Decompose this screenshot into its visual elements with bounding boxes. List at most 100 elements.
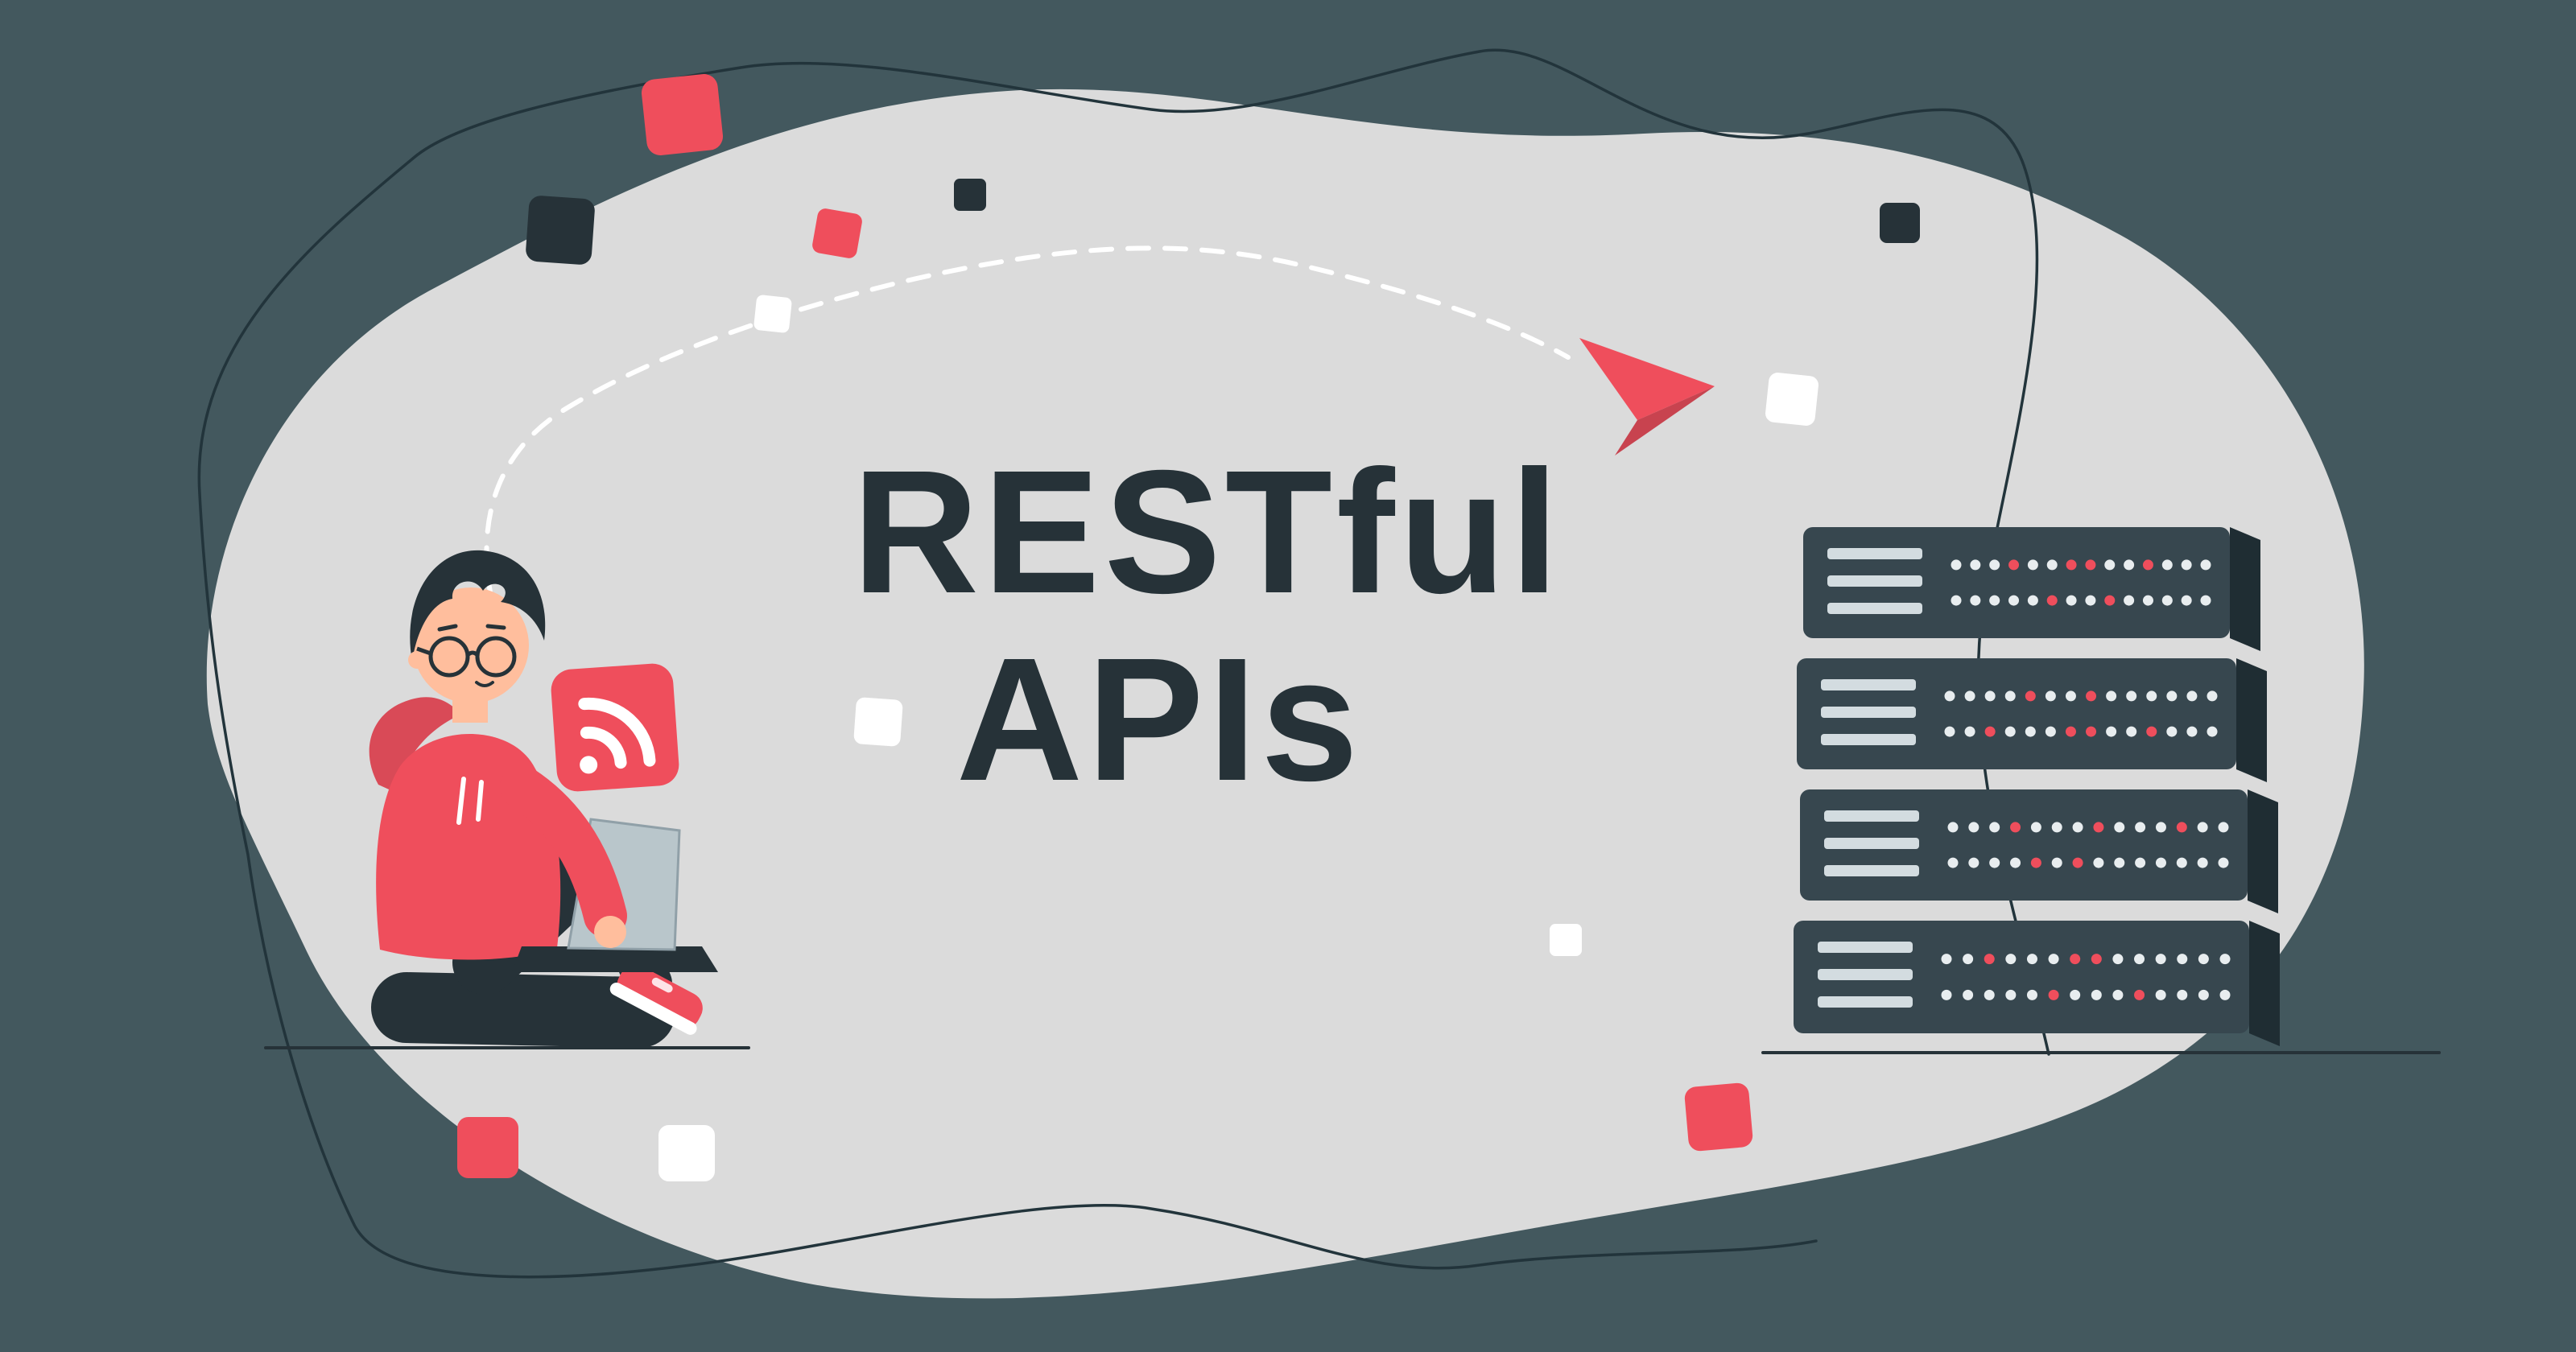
person-sneaker — [609, 964, 703, 1035]
server-led — [2114, 822, 2125, 833]
server-led — [1989, 595, 2000, 606]
server-led — [2066, 595, 2077, 606]
server-unit — [1794, 921, 2280, 1046]
server-led-red — [2030, 857, 2041, 868]
server-led — [2186, 690, 2198, 702]
server-led-red — [2046, 595, 2058, 606]
server-led — [2085, 595, 2096, 606]
server-led — [2027, 559, 2038, 571]
server-led — [2155, 989, 2166, 1000]
server-vent — [1818, 996, 1913, 1008]
server-led — [2025, 726, 2036, 737]
server-led — [2134, 954, 2145, 965]
server-led-red — [2146, 726, 2157, 737]
server-led-red — [2104, 595, 2116, 606]
server-led — [2026, 954, 2037, 965]
server-led — [1964, 690, 1975, 702]
server-led — [2051, 857, 2062, 868]
server-led — [1964, 726, 1975, 737]
server-led — [2197, 822, 2208, 833]
server-led — [2207, 690, 2218, 702]
server-led — [2218, 822, 2229, 833]
server-led — [2124, 559, 2135, 571]
server-vent — [1818, 942, 1913, 953]
server-side-panel — [2230, 527, 2260, 651]
server-led-red — [2093, 822, 2104, 833]
decor-square — [1550, 924, 1582, 956]
server-led-red — [1984, 726, 1996, 737]
server-led — [2124, 595, 2135, 606]
server-led — [2200, 559, 2211, 571]
person-hand — [594, 916, 626, 948]
server-led — [1944, 726, 1955, 737]
server-side-panel — [2236, 658, 2267, 782]
server-vent — [1827, 575, 1922, 587]
server-led-red — [2176, 822, 2187, 833]
server-unit — [1797, 658, 2267, 782]
server-led — [2005, 954, 2017, 965]
server-side-panel — [2248, 789, 2278, 913]
decorative-squares — [457, 73, 1920, 1181]
decor-square — [641, 73, 724, 156]
server-led — [1951, 559, 1962, 571]
paper-plane-icon — [1579, 338, 1715, 455]
person-ear — [408, 651, 426, 669]
server-led — [2045, 726, 2056, 737]
person-arm — [500, 765, 627, 938]
server-vent — [1821, 707, 1916, 718]
server-led-red — [2065, 726, 2076, 737]
glasses-icon — [416, 636, 517, 678]
decor-square — [812, 208, 862, 258]
decor-square — [658, 1125, 715, 1181]
server-led — [2135, 822, 2146, 833]
server-led — [2161, 595, 2173, 606]
person-hood — [369, 697, 460, 793]
server-led — [2004, 726, 2016, 737]
decor-square — [1880, 203, 1920, 243]
server-led — [1970, 559, 1981, 571]
server-led — [2146, 690, 2157, 702]
server-led — [2181, 559, 2192, 571]
server-led — [2155, 954, 2166, 965]
server-led — [2106, 690, 2117, 702]
server-led — [1984, 989, 1995, 1000]
server-led — [2026, 989, 2037, 1000]
server-led-red — [2072, 857, 2083, 868]
rss-feed-icon — [551, 663, 679, 792]
person-legs — [371, 972, 675, 1048]
server-led — [2155, 822, 2166, 833]
server-led — [1989, 822, 2000, 833]
server-led — [2106, 726, 2117, 737]
server-led — [2051, 822, 2062, 833]
server-led — [2070, 989, 2081, 1000]
server-unit — [1800, 789, 2278, 913]
server-led — [2142, 595, 2153, 606]
server-led — [2126, 690, 2137, 702]
server-led — [2008, 595, 2020, 606]
server-led — [2004, 690, 2016, 702]
server-led — [2010, 857, 2021, 868]
server-led — [1944, 690, 1955, 702]
server-led — [2219, 954, 2231, 965]
server-led — [2181, 595, 2192, 606]
server-led — [2218, 857, 2229, 868]
decor-square — [753, 295, 792, 333]
server-led-red — [2008, 559, 2020, 571]
server-unit — [1803, 527, 2260, 651]
server-led — [2114, 857, 2125, 868]
server-led — [2030, 822, 2041, 833]
server-led — [2177, 954, 2188, 965]
server-led — [2166, 690, 2178, 702]
server-led — [2072, 822, 2083, 833]
server-led — [2198, 989, 2209, 1000]
server-led — [2177, 989, 2188, 1000]
server-rack — [1794, 527, 2280, 1046]
decor-square — [1684, 1082, 1753, 1152]
server-vent — [1818, 969, 1913, 980]
decor-square — [457, 1117, 518, 1178]
decor-square — [526, 196, 595, 265]
server-led — [2200, 595, 2211, 606]
server-led — [1947, 857, 1959, 868]
server-led — [1989, 559, 2000, 571]
server-led — [2219, 989, 2231, 1000]
